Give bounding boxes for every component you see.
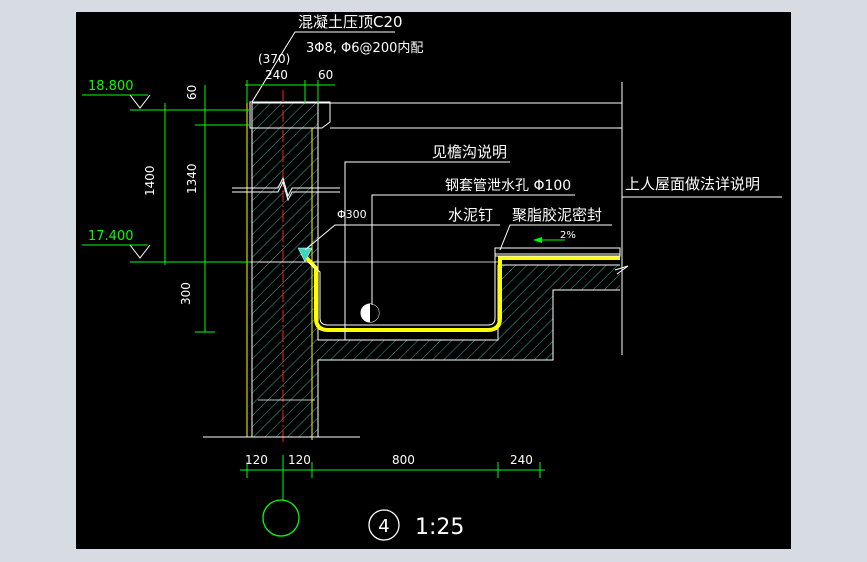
elevation-bottom-value: 17.400 (88, 229, 134, 244)
detail-title: 4 1:25 (368, 509, 464, 541)
left-dim-text: 60 1400 1340 300 (143, 85, 199, 305)
dim-240-bottom: 240 (510, 453, 533, 467)
top-dimensions: (370) 240 60 (245, 52, 335, 103)
left-dimensions (130, 85, 250, 333)
dim-120-a: 120 (245, 453, 268, 467)
elevation-top-value: 18.800 (88, 79, 134, 94)
concrete-hatch-fill (252, 103, 620, 437)
leader-sealant (499, 224, 612, 251)
dim-240-top: 240 (265, 68, 288, 82)
elevation-marker-top: 18.800 (82, 79, 151, 109)
membrane-yellow (300, 251, 620, 332)
membrane-white (307, 253, 620, 326)
elevation-marker-bottom: 17.400 (82, 229, 151, 259)
detail-scale: 1:25 (415, 515, 464, 540)
roof-finish-layer (494, 247, 621, 257)
roof-edge-break (614, 265, 629, 275)
coping-cap (249, 101, 331, 129)
waterproof-layer (297, 247, 621, 332)
dim-370: (370) (258, 52, 290, 66)
elevation-bottom-symbol (129, 244, 151, 259)
dim-1400: 1400 (143, 165, 157, 196)
concrete-outline (251, 102, 620, 437)
slope-arrowhead (533, 237, 542, 243)
label-r300: Φ300 (337, 208, 367, 221)
annotation-labels: 混凝土压顶C20 3Φ8, Φ6@200内配 见檐沟说明 钢套管泄水孔 Φ100… (298, 13, 760, 224)
dim-60-top: 60 (318, 68, 333, 82)
drain-pipe (360, 303, 380, 323)
leader-nail (304, 224, 500, 251)
label-drain-pipe: 钢套管泄水孔 Φ100 (445, 178, 571, 194)
dim-300: 300 (179, 282, 193, 305)
label-gutter-note: 见檐沟说明 (432, 143, 507, 161)
axis-bubble-circle (262, 499, 300, 537)
label-nail: 水泥钉 (448, 206, 493, 224)
leader-concrete-top (251, 31, 395, 103)
detail-number: 4 (378, 516, 389, 537)
elevation-top-symbol (129, 94, 151, 109)
label-roof-note: 上人屋面做法详说明 (625, 175, 760, 193)
label-rebar: 3Φ8, Φ6@200内配 (306, 40, 423, 56)
section-detail-drawing: 2% 混凝土压顶C20 3Φ8, Φ6@200内配 见檐沟说明 钢套管泄水孔 Φ… (82, 13, 782, 541)
wall-break-mark (232, 176, 340, 202)
leaders (251, 31, 782, 340)
drain-pipe-half (370, 304, 379, 322)
label-concrete-top: 混凝土压顶C20 (298, 13, 403, 31)
detail-number-circle (368, 509, 400, 541)
dim-120-b: 120 (288, 453, 311, 467)
bottom-dimensions: 120 120 800 240 (240, 453, 545, 478)
concrete-section (203, 90, 620, 445)
axis-bubble (262, 478, 300, 537)
slope-label: 2% (560, 230, 576, 241)
roof-lines: 2% (318, 82, 629, 355)
label-sealant: 聚脂胶泥密封 (512, 206, 602, 224)
dim-800: 800 (392, 453, 415, 467)
drawing-canvas[interactable]: 2% 混凝土压顶C20 3Φ8, Φ6@200内配 见檐沟说明 钢套管泄水孔 Φ… (76, 12, 791, 549)
dim-1340: 1340 (185, 163, 199, 194)
dim-60-vertical: 60 (185, 85, 199, 100)
leader-drain (371, 194, 575, 305)
nail-marker (297, 247, 313, 263)
leader-gutter-note (344, 161, 510, 340)
